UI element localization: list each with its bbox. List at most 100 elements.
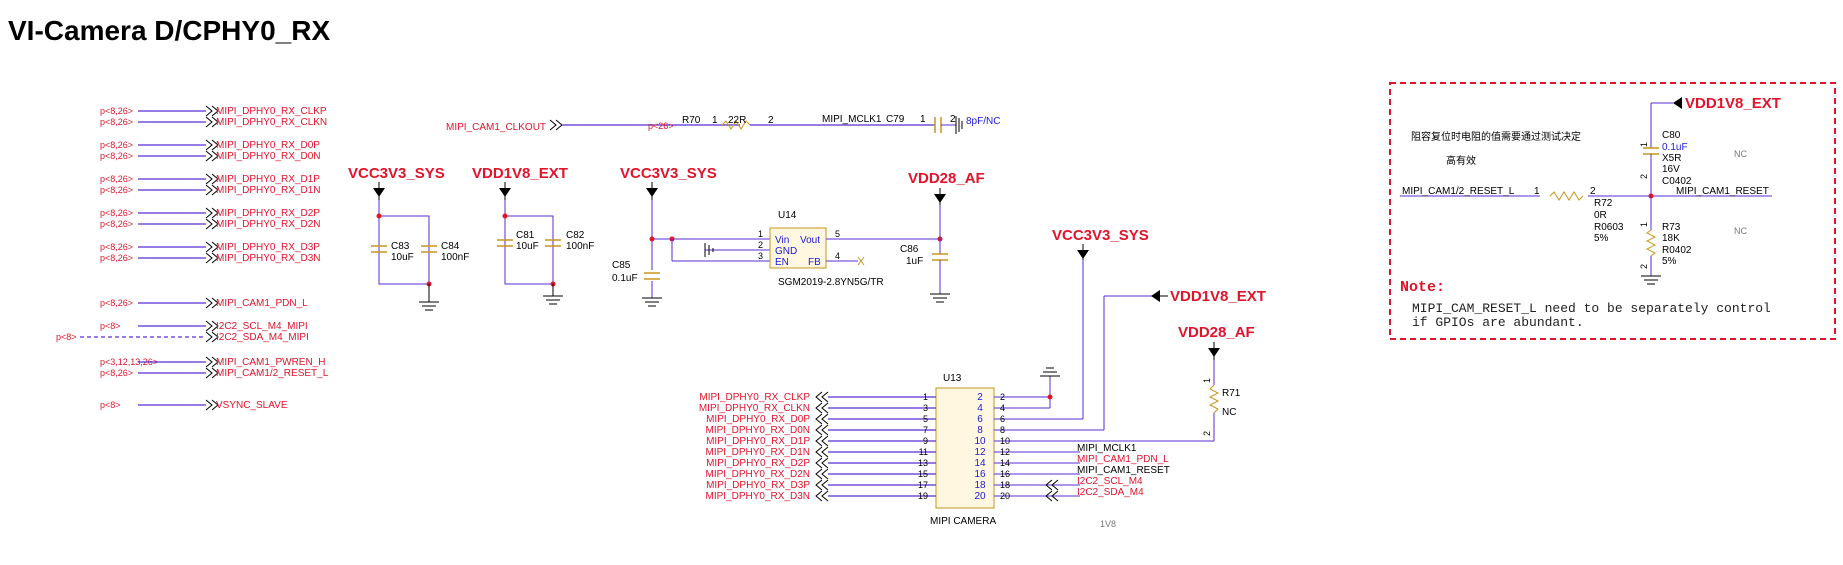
left-net-ref: p<8,26> <box>100 151 133 161</box>
svg-text:FB: FB <box>808 257 821 268</box>
c86-value: 1uF <box>906 256 923 267</box>
conn-left-net: MIPI_DPHY0_RX_D3N <box>706 491 810 502</box>
conn-even-pin: 18 <box>1000 480 1010 490</box>
c82-value: 100nF <box>566 241 594 252</box>
rail-vdd28-2: VDD28_AF <box>1178 324 1255 341</box>
rail-vcc3v3-3: VCC3V3_SYS <box>1052 227 1149 244</box>
c80-ref: C80 <box>1662 130 1681 141</box>
conn-even-pin-inner: 10 <box>974 436 986 447</box>
left-net-label: VSYNC_SLAVE <box>216 400 288 411</box>
svg-text:1: 1 <box>1639 142 1649 147</box>
conn-odd-pin: 15 <box>918 469 928 479</box>
svg-text:4: 4 <box>835 251 840 261</box>
conn-right-net: MIPI_MCLK1 <box>1077 443 1137 454</box>
c84-value: 100nF <box>441 252 469 263</box>
conn-even-pin-inner: 16 <box>974 469 986 480</box>
r73-resistor <box>1645 229 1657 257</box>
conn-odd-pin: 7 <box>923 425 928 435</box>
left-net-list: p<8,26>MIPI_DPHY0_RX_CLKPp<8,26>MIPI_DPH… <box>56 105 329 411</box>
c83-value: 10uF <box>391 252 414 263</box>
svg-text:2: 2 <box>768 115 774 126</box>
conn-odd-pin: 11 <box>919 447 928 457</box>
conn-even-pin: 16 <box>1000 469 1010 479</box>
svg-text:2: 2 <box>758 240 763 250</box>
left-net-ref: p<8,26> <box>100 140 133 150</box>
svg-text:2: 2 <box>1639 264 1649 269</box>
svg-text:C0402: C0402 <box>1662 176 1692 187</box>
c81-value: 10uF <box>516 241 539 252</box>
svg-text:1: 1 <box>1639 222 1649 227</box>
rail-vdd1v8-1: VDD1V8_EXT <box>472 165 568 182</box>
left-net-label: I2C2_SCL_M4_MIPI <box>216 321 308 332</box>
c81-ref: C81 <box>516 230 535 241</box>
svg-text:X5R: X5R <box>1662 153 1681 164</box>
u13-ref: U13 <box>943 373 962 384</box>
u13-name: MIPI CAMERA <box>930 516 996 527</box>
r71-ref: R71 <box>1222 388 1241 399</box>
svg-text:GND: GND <box>775 246 797 257</box>
left-net-ref: p<8,26> <box>100 174 133 184</box>
conn-even-pin-inner: 14 <box>974 458 986 469</box>
svg-text:Vout: Vout <box>800 235 820 246</box>
c79-ref: C79 <box>886 114 905 125</box>
ldo-u14-block: VCC3V3_SYS C85 0.1uF U14 Vin GND EN Vout… <box>612 165 985 307</box>
conn-left-net: MIPI_DPHY0_RX_D1N <box>706 447 810 458</box>
r70-value: 22R <box>728 115 746 126</box>
u14-body <box>769 227 827 269</box>
left-net-ref: p<8,26> <box>100 117 133 127</box>
conn-even-pin: 20 <box>1000 491 1010 501</box>
conn-odd-pin: 19 <box>918 491 928 501</box>
conn-even-pin-inner: 18 <box>974 480 986 491</box>
left-net-ref: p<8,26> <box>100 208 133 218</box>
conn-left-net: MIPI_DPHY0_RX_CLKN <box>699 403 810 414</box>
mclk1-label: MIPI_MCLK1 <box>822 114 882 125</box>
conn-left-net: MIPI_DPHY0_RX_CLKP <box>699 392 810 403</box>
note-border <box>1389 82 1836 340</box>
clkout-ref: p<26> <box>648 121 674 131</box>
conn-even-pin: 10 <box>1000 436 1010 446</box>
svg-text:1: 1 <box>712 115 718 126</box>
rail-vcc3v3-1: VCC3V3_SYS <box>348 165 445 182</box>
svg-text:2: 2 <box>1639 174 1649 179</box>
c85-ref: C85 <box>612 260 631 271</box>
svg-text:3: 3 <box>758 251 763 261</box>
left-net-ref: p<8> <box>100 321 121 331</box>
left-net-label: MIPI_CAM1/2_RESET_L <box>216 368 329 379</box>
conn-left-net: MIPI_DPHY0_RX_D0N <box>706 425 810 436</box>
svg-text:1: 1 <box>1202 378 1212 383</box>
left-net-ref: p<8,26> <box>100 253 133 263</box>
rail-vdd1v8-3: VDD1V8_EXT <box>1685 95 1781 112</box>
note-cn-1: 阻容复位时电阻的值需要通过测试决定 <box>1411 130 1581 143</box>
left-net-label: MIPI_DPHY0_RX_D1P <box>216 174 320 185</box>
c83-ref: C83 <box>391 241 410 252</box>
conn-even-pin-inner: 8 <box>977 425 983 436</box>
c84-ref: C84 <box>441 241 460 252</box>
rail-vdd28-1: VDD28_AF <box>908 170 985 187</box>
conn-left-net: MIPI_DPHY0_RX_D1P <box>706 436 810 447</box>
conn-odd-pin: 3 <box>923 403 928 413</box>
conn-even-pin: 12 <box>1000 447 1010 457</box>
supply-note: 1V8 <box>1100 519 1116 529</box>
svg-text:16V: 16V <box>1662 164 1680 175</box>
u13-body <box>935 387 995 509</box>
r72-ref: R72 <box>1594 198 1613 209</box>
conn-left-net: MIPI_DPHY0_RX_D0P <box>706 414 810 425</box>
conn-odd-pin: 17 <box>918 480 928 490</box>
svg-text:2: 2 <box>1202 431 1212 436</box>
left-net-label: MIPI_DPHY0_RX_CLKN <box>216 117 327 128</box>
svg-text:Vin: Vin <box>775 235 789 246</box>
r72-resistor <box>1549 191 1584 201</box>
reset-in-net: MIPI_CAM1/2_RESET_L <box>1402 186 1515 197</box>
svg-text:1: 1 <box>920 114 926 125</box>
left-net-label: MIPI_DPHY0_RX_D1N <box>216 185 320 196</box>
rail-vdd1v8-2: VDD1V8_EXT <box>1170 288 1266 305</box>
r70-resistor <box>721 120 751 130</box>
r72-value: 0R <box>1594 210 1607 221</box>
left-net-label: MIPI_CAM1_PDN_L <box>216 298 308 309</box>
svg-text:R0603: R0603 <box>1594 222 1624 233</box>
conn-left-net: MIPI_DPHY0_RX_D2P <box>706 458 810 469</box>
left-net-label: MIPI_DPHY0_RX_D2N <box>216 219 320 230</box>
svg-text:NC: NC <box>1734 226 1747 236</box>
svg-text:5%: 5% <box>1662 256 1677 267</box>
